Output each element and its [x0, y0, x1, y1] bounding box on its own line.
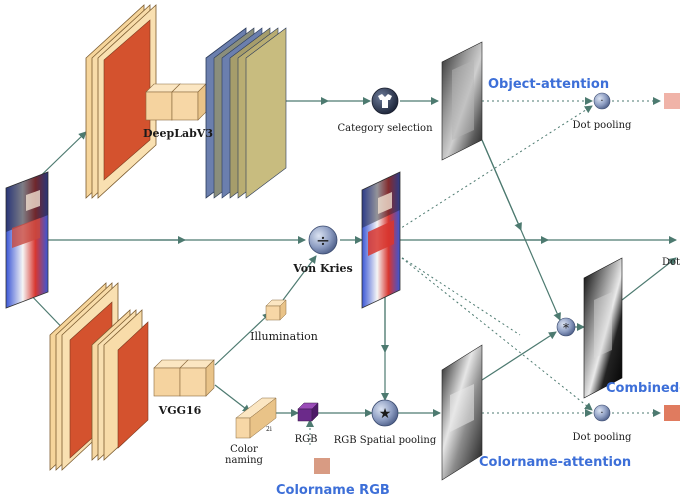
- swatch-colorname: [664, 405, 680, 421]
- swatch-object: [664, 93, 680, 109]
- arrow-image-dotpool-top: [397, 105, 593, 231]
- object-attention-label: Object-attention: [488, 77, 609, 92]
- object-attention-map: [441, 41, 483, 161]
- category-selection-label: Category selection: [337, 123, 433, 134]
- svg-text:·: ·: [600, 408, 603, 419]
- colorname-attention-label: Colorname-attention: [479, 455, 631, 470]
- arrow-colornameatt-combined: [481, 331, 557, 381]
- dot-pooling-bottom-node: ·: [593, 404, 611, 422]
- dot-pooling-top-label: Dot pooling: [573, 120, 633, 131]
- arrow-objatt-combined-mid: [481, 139, 522, 231]
- divide-icon: ÷: [316, 231, 330, 251]
- naming-label: naming: [225, 455, 264, 466]
- dot-pooling-bottom-label: Dot pooling: [573, 432, 633, 443]
- shirt-icon: [378, 94, 392, 108]
- vgg-network: [49, 282, 215, 471]
- combined-node: *: [556, 317, 576, 337]
- von-kries-label: Von Kries: [292, 262, 352, 275]
- color-label: Color: [230, 444, 258, 455]
- svg-text:·: ·: [600, 96, 603, 107]
- rgb-label: RGB: [295, 434, 318, 445]
- combined-attention-map: [583, 257, 623, 399]
- dot-right-label: Dot: [662, 257, 680, 268]
- corrected-image: [361, 171, 401, 309]
- dim-label: 2i: [266, 426, 272, 433]
- swatch-colorname-rgb: [314, 458, 330, 474]
- dot-pooling-top-node: ·: [593, 92, 611, 110]
- star-icon: ★: [379, 406, 392, 422]
- multiply-icon: *: [563, 321, 569, 335]
- arrow-image-dotpool-bottom: [397, 254, 593, 411]
- illumination-label: Illumination: [250, 330, 318, 343]
- arrow-vgg-colornaming: [214, 384, 251, 413]
- arrow-illumination-vonkries: [282, 255, 317, 301]
- arrow-image-dotpool-bottom-b: [397, 254, 521, 336]
- combined-attention-label: Combined-a: [606, 381, 680, 396]
- rgb-spatial-pooling-label: RGB Spatial pooling: [334, 435, 437, 446]
- deeplab-label: DeepLabV3: [143, 127, 213, 140]
- color-naming-block: [235, 397, 277, 439]
- rgb-cube: [297, 402, 319, 422]
- illumination-cube: [265, 299, 287, 321]
- arrow-vgg-illumination: [214, 312, 271, 366]
- deeplab-network: [85, 4, 287, 199]
- arrow-combined-right: [621, 257, 677, 301]
- colorname-rgb-label: Colorname RGB: [276, 483, 390, 498]
- von-kries-node: ÷: [308, 225, 338, 255]
- input-image: [5, 171, 49, 309]
- category-selection-node: [371, 87, 399, 115]
- colorname-attention-map: [441, 344, 483, 481]
- vgg-label: VGG16: [158, 404, 202, 417]
- rgb-spatial-pooling-node: ★: [371, 399, 399, 427]
